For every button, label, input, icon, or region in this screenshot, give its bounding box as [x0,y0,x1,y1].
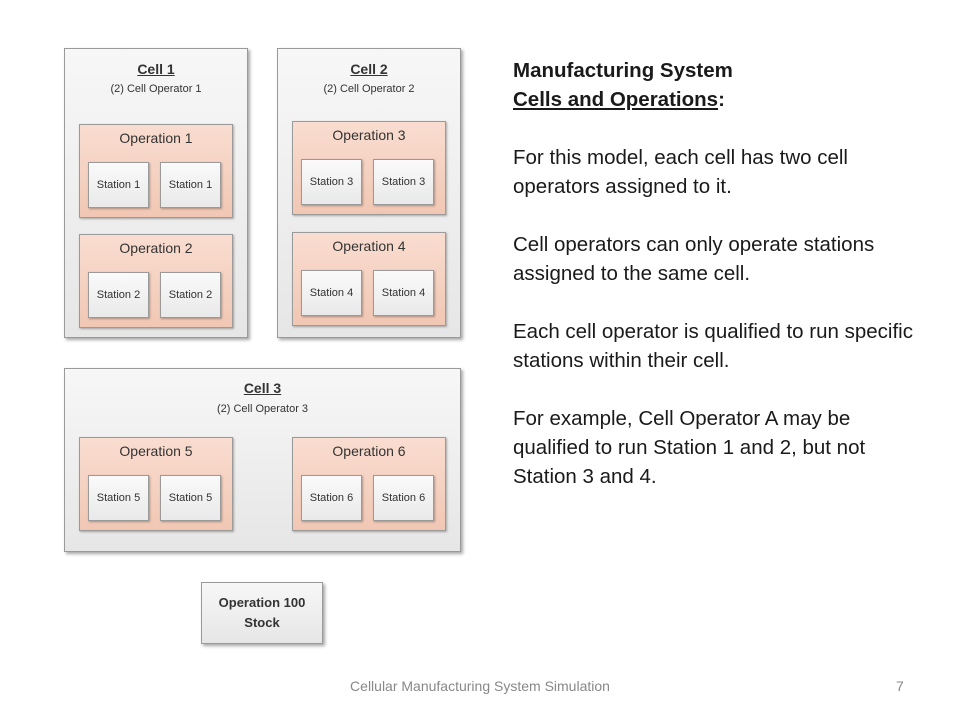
cell-3-box: Cell 3 (2) Cell Operator 3 Operation 5 S… [64,368,461,552]
cell-3-subtitle: (2) Cell Operator 3 [216,403,309,415]
heading-line-2: Cells and Operations: [513,85,913,114]
operation-5-box: Operation 5 Station 5 Station 5 [79,437,233,531]
operation-2-box: Operation 2 Station 2 Station 2 [79,234,233,328]
operation-1-title: Operation 1 [119,130,193,146]
station-5b: Station 5 [160,475,221,521]
operation-5-title: Operation 5 [119,443,193,459]
stock-label: Stock [244,615,280,630]
stock-operation-label: Operation 100 [218,595,306,610]
paragraph-4: For example, Cell Operator A may be qual… [513,407,866,488]
cell-2-title: Cell 2 [350,61,388,77]
cell-2-box: Cell 2 (2) Cell Operator 2 Operation 3 S… [277,48,461,338]
page-number: 7 [896,678,904,694]
heading-colon: : [718,88,725,111]
stock-box: Operation 100 Stock [201,582,323,644]
station-1b: Station 1 [160,162,221,208]
station-4a: Station 4 [301,270,362,316]
heading-line-1: Manufacturing System [513,59,733,82]
station-3b: Station 3 [373,159,434,205]
station-1a: Station 1 [88,162,149,208]
station-6b: Station 6 [373,475,434,521]
station-2b: Station 2 [160,272,221,318]
operation-4-title: Operation 4 [332,238,406,254]
cell-1-box: Cell 1 (2) Cell Operator 1 Operation 1 S… [64,48,248,338]
station-6a: Station 6 [301,475,362,521]
operation-6-box: Operation 6 Station 6 Station 6 [292,437,446,531]
heading-underlined: Cells and Operations [513,88,719,111]
operation-3-box: Operation 3 Station 3 Station 3 [292,121,446,215]
footer-title: Cellular Manufacturing System Simulation [350,678,610,694]
paragraph-2: Cell operators can only operate stations… [513,233,875,285]
paragraph-1: For this model, each cell has two cell o… [513,146,848,198]
cell-1-subtitle: (2) Cell Operator 1 [110,83,202,95]
station-3a: Station 3 [301,159,362,205]
station-2a: Station 2 [88,272,149,318]
operation-1-box: Operation 1 Station 1 Station 1 [79,124,233,218]
operation-3-title: Operation 3 [332,127,406,143]
operation-6-title: Operation 6 [332,443,406,459]
description-panel: Manufacturing System Cells and Operation… [513,56,913,491]
station-5a: Station 5 [88,475,149,521]
cell-2-subtitle: (2) Cell Operator 2 [323,83,415,95]
paragraph-3: Each cell operator is qualified to run s… [513,320,913,372]
station-4b: Station 4 [373,270,434,316]
operation-2-title: Operation 2 [119,240,193,256]
operation-4-box: Operation 4 Station 4 Station 4 [292,232,446,326]
cell-1-title: Cell 1 [137,61,175,77]
cell-3-title: Cell 3 [243,380,282,396]
